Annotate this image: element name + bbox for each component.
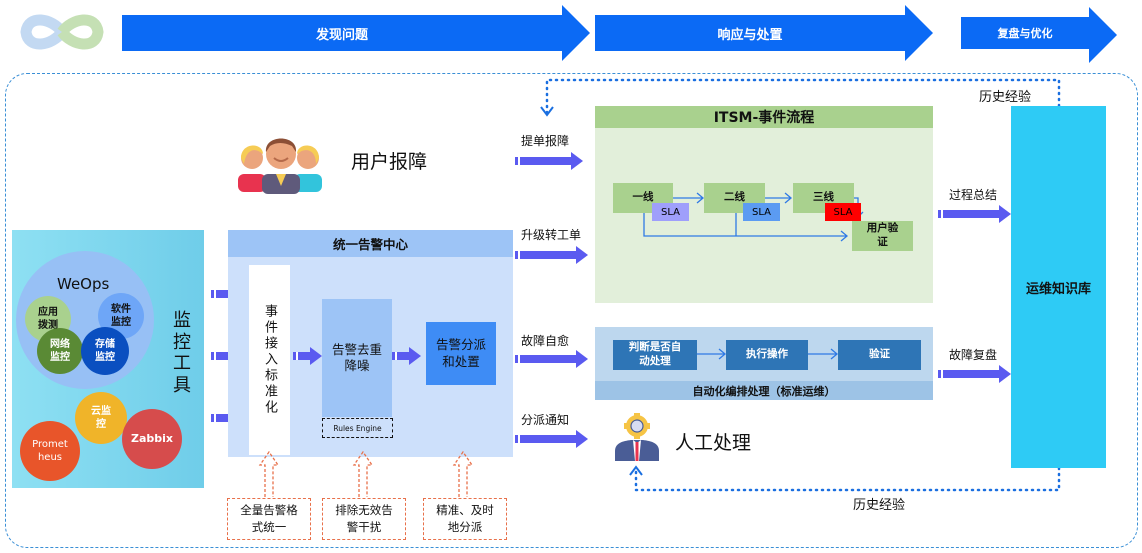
phase-review-label: 复盘与优化 [997, 27, 1053, 40]
note-arrow-3 [452, 450, 474, 497]
itsm-user-verify[interactable]: 用户验 证 [852, 221, 913, 251]
history-experience-bottom-label: 历史经验 [853, 498, 906, 513]
zabbix[interactable]: Zabbix [122, 409, 182, 469]
dispatch-box[interactable]: 告警分派 和处置 [426, 322, 496, 385]
itsm-title: ITSM-事件流程 [595, 106, 933, 128]
note-noise-filter: 排除无效告 警干扰 [322, 498, 406, 540]
alert-center: 统一告警中心 事件接入标准化 告警去重 降噪 Rules Engine 告警分派… [228, 230, 513, 457]
sla-tier-1: SLA [652, 203, 689, 221]
monitoring-tools-panel: WeOps 应用 拨测 软件 监控 网络 监控 存储 监控 云监 控 Prome… [12, 230, 204, 488]
auto-step-judge[interactable]: 判断是否自 动处理 [613, 340, 697, 370]
route-notify-label: 分派通知 [521, 413, 570, 427]
arrow-self-heal [518, 350, 588, 368]
event-ingest-label: 事件接入标准化 [262, 304, 277, 416]
infinity-loop-icon [20, 14, 104, 50]
route-self-heal-label: 故障自愈 [521, 334, 570, 348]
phase-review: 复盘与优化 [961, 7, 1117, 63]
arrow-notify [518, 430, 588, 448]
arrow-review [941, 365, 1011, 383]
note-arrow-1 [258, 450, 280, 497]
users-group-icon [238, 138, 322, 194]
cloud-monitor[interactable]: 云监 控 [75, 392, 127, 444]
arrow-summary [941, 205, 1011, 223]
weops-network-monitor[interactable]: 网络 监控 [37, 328, 83, 374]
dedup-box[interactable]: 告警去重 降噪 [322, 299, 392, 417]
history-experience-top-label: 历史经验 [979, 90, 1032, 105]
sla-tier-3: SLA [825, 203, 861, 221]
note-precise-dispatch: 精准、及时 地分派 [423, 498, 507, 540]
route-ticket-label: 提单报障 [521, 134, 570, 148]
itsm-panel: ITSM-事件流程 一线 SLA 二线 SLA 三线 SLA 用户验 证 [595, 106, 933, 303]
manual-handling-label: 人工处理 [675, 432, 752, 454]
auto-step-verify[interactable]: 验证 [838, 340, 921, 370]
history-line-top [545, 78, 1061, 115]
automation-panel: 判断是否自 动处理 执行操作 验证 自动化编排处理（标准运维） [595, 327, 933, 400]
phase-respond-label: 响应与处置 [717, 27, 783, 43]
note-format-unify: 全量告警格 式统一 [227, 498, 311, 540]
user-report-label: 用户报障 [351, 151, 428, 173]
route-escalate-label: 升级转工单 [521, 228, 582, 242]
rules-engine-box[interactable]: Rules Engine [322, 418, 393, 438]
main-container [5, 73, 1138, 548]
arrow-dedup-to-dispatch [395, 347, 421, 365]
automation-footer: 自动化编排处理（标准运维） [595, 381, 933, 400]
phase-respond: 响应与处置 [595, 5, 933, 61]
dedup-label: 告警去重 降噪 [331, 341, 382, 373]
history-line-bottom [634, 466, 1061, 492]
itsm-flow-arrows [643, 192, 864, 242]
phase-discover-label: 发现问题 [315, 27, 368, 43]
weops-label: WeOps [57, 275, 110, 293]
engineer-gear-icon [615, 413, 659, 461]
arrow-ingest-to-dedup [296, 347, 322, 365]
note-arrow-2 [352, 450, 374, 497]
monitoring-tools-title: 监控工具 [173, 310, 191, 396]
event-ingest-box[interactable]: 事件接入标准化 [249, 265, 290, 455]
arrow-escalate [518, 246, 588, 264]
history-arrowhead-bottom [629, 465, 643, 476]
history-arrowhead-top [540, 106, 554, 117]
sla-tier-2: SLA [743, 203, 780, 221]
route-review-label: 故障复盘 [949, 348, 998, 362]
dispatch-label: 告警分派 和处置 [435, 337, 486, 369]
auto-step-execute[interactable]: 执行操作 [726, 340, 808, 370]
route-summary-label: 过程总结 [949, 188, 998, 202]
automation-flow-arrows [696, 348, 839, 360]
phase-discover: 发现问题 [122, 5, 590, 61]
prometheus[interactable]: Promet heus [20, 421, 80, 481]
ops-knowledge-base[interactable]: 运维知识库 [1011, 106, 1106, 468]
arrow-ticket [518, 152, 583, 170]
weops-storage-monitor[interactable]: 存储 监控 [81, 327, 129, 375]
alert-center-title: 统一告警中心 [228, 230, 513, 257]
